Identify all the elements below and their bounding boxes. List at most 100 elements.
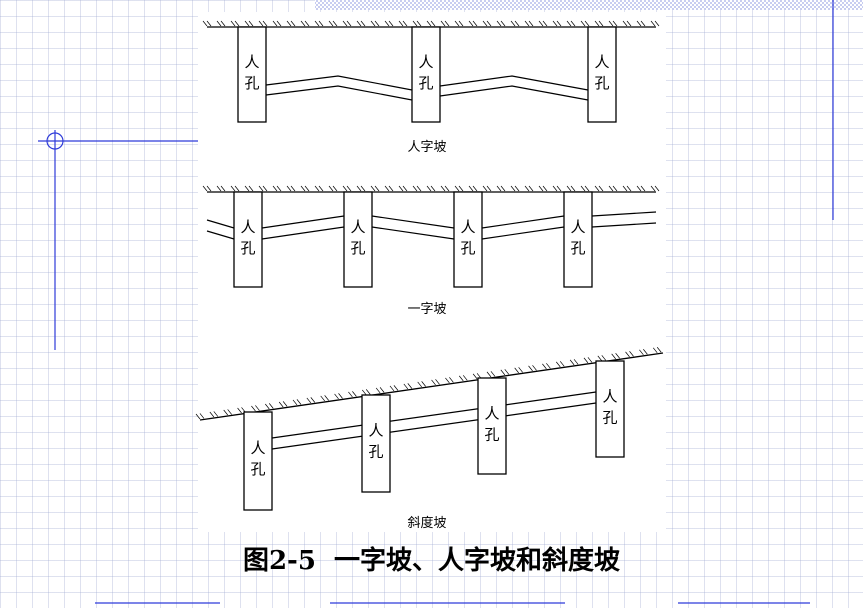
ground-hatch <box>462 375 468 381</box>
ground-hatch <box>220 20 226 27</box>
ground-hatch <box>538 185 544 192</box>
ground-hatch <box>528 185 534 192</box>
ground-hatch <box>361 389 367 396</box>
ground-hatch <box>458 375 464 382</box>
ground-hatch <box>615 353 620 359</box>
ground-hatch <box>342 20 348 27</box>
ground-hatch <box>472 20 478 27</box>
ground-hatch <box>296 399 302 405</box>
ground-hatch <box>584 20 590 27</box>
ground-hatch <box>546 363 551 369</box>
manhole-label: 人 <box>484 404 499 422</box>
ground-hatch <box>626 185 632 192</box>
figure-title-text: 一字坡、人字坡和斜度坡 <box>334 546 621 576</box>
ground-hatch <box>597 355 603 362</box>
manhole: 人孔 <box>343 191 373 288</box>
manhole-label: 孔 <box>350 239 365 257</box>
ground-hatch <box>598 20 604 27</box>
ground-hatch <box>268 403 274 409</box>
ground-hatch <box>403 383 409 390</box>
figure-number: 图2-5 <box>242 546 316 576</box>
ground-hatch <box>407 383 413 389</box>
ground-hatch <box>374 185 380 192</box>
ground-hatch <box>262 20 268 27</box>
ground-hatch <box>244 20 250 27</box>
ground-hatch <box>272 20 278 27</box>
ground-hatch <box>500 185 506 192</box>
manhole-shaft <box>411 26 441 123</box>
ground-hatch <box>346 185 352 192</box>
ground-hatch <box>472 185 478 192</box>
ground-hatch <box>532 365 537 371</box>
ground-hatch <box>421 381 426 387</box>
ground-hatch <box>318 185 324 192</box>
ground-hatch <box>230 185 236 192</box>
ground-hatch <box>528 365 533 372</box>
ground-hatch <box>587 357 593 363</box>
ground-hatch <box>601 355 607 361</box>
ground-hatch <box>444 20 450 27</box>
manhole-label: 孔 <box>368 443 383 461</box>
ground-hatch <box>514 185 520 192</box>
ground-hatch <box>365 389 371 395</box>
ground-hatch <box>504 369 510 375</box>
manhole: 人孔 <box>237 26 267 123</box>
ground-hatch <box>202 185 208 192</box>
ground-hatch <box>223 409 228 416</box>
manhole: 人孔 <box>411 26 441 123</box>
ground-hatch <box>570 185 576 192</box>
ground-hatch <box>370 185 376 192</box>
ground-hatch <box>227 409 232 415</box>
ground-hatch <box>276 20 282 27</box>
manhole-label: 孔 <box>418 74 433 92</box>
ground-hatch <box>416 185 422 192</box>
ground-hatch <box>542 185 548 192</box>
ground-hatch <box>356 20 362 27</box>
ground-hatch <box>248 20 254 27</box>
ground-line <box>199 352 664 421</box>
ground-hatch <box>286 20 292 27</box>
ground-hatch <box>552 185 558 192</box>
ground-hatch <box>468 20 474 27</box>
ground-hatch <box>213 411 219 417</box>
ground-hatch <box>304 20 310 27</box>
ground-hatch <box>324 395 329 401</box>
ground-hatch <box>195 413 201 420</box>
ground-hatch <box>360 20 366 27</box>
ground-hatch <box>292 399 298 406</box>
ground-hatch <box>500 20 506 27</box>
ground-hatch <box>490 371 496 377</box>
ground-hatch <box>389 385 395 392</box>
ground-hatch <box>220 185 226 192</box>
manhole-shaft <box>587 26 617 123</box>
ground-hatch <box>230 20 236 27</box>
ground-hatch <box>251 405 256 412</box>
ground-hatch <box>454 185 460 192</box>
ground-hatch <box>542 20 548 27</box>
figure-title: 图2-5 一字坡、人字坡和斜度坡 <box>0 540 863 577</box>
ground-hatch <box>216 185 222 192</box>
ground-hatch <box>556 185 562 192</box>
ground-hatch <box>555 361 561 368</box>
ground-hatch <box>612 20 618 27</box>
ground-hatch <box>524 20 530 27</box>
ground-hatch <box>573 359 579 365</box>
ground-hatch <box>348 391 353 398</box>
ground-hatch <box>426 185 432 192</box>
panel-caption: 人字坡 <box>407 140 446 155</box>
ground-hatch <box>542 363 547 370</box>
ground-hatch <box>290 185 296 192</box>
ground-hatch <box>202 20 208 27</box>
ground-hatch <box>528 20 534 27</box>
ground-hatch <box>472 373 478 380</box>
ground-hatch <box>650 185 656 192</box>
ground-hatch <box>276 185 282 192</box>
ground-hatch <box>356 185 362 192</box>
ground-hatch <box>594 20 600 27</box>
ground-hatch <box>244 185 250 192</box>
ground-hatch <box>629 351 634 357</box>
manhole: 人孔 <box>477 377 507 475</box>
manhole: 人孔 <box>453 191 483 288</box>
ground-hatch <box>248 185 254 192</box>
ground-hatch <box>496 185 502 192</box>
